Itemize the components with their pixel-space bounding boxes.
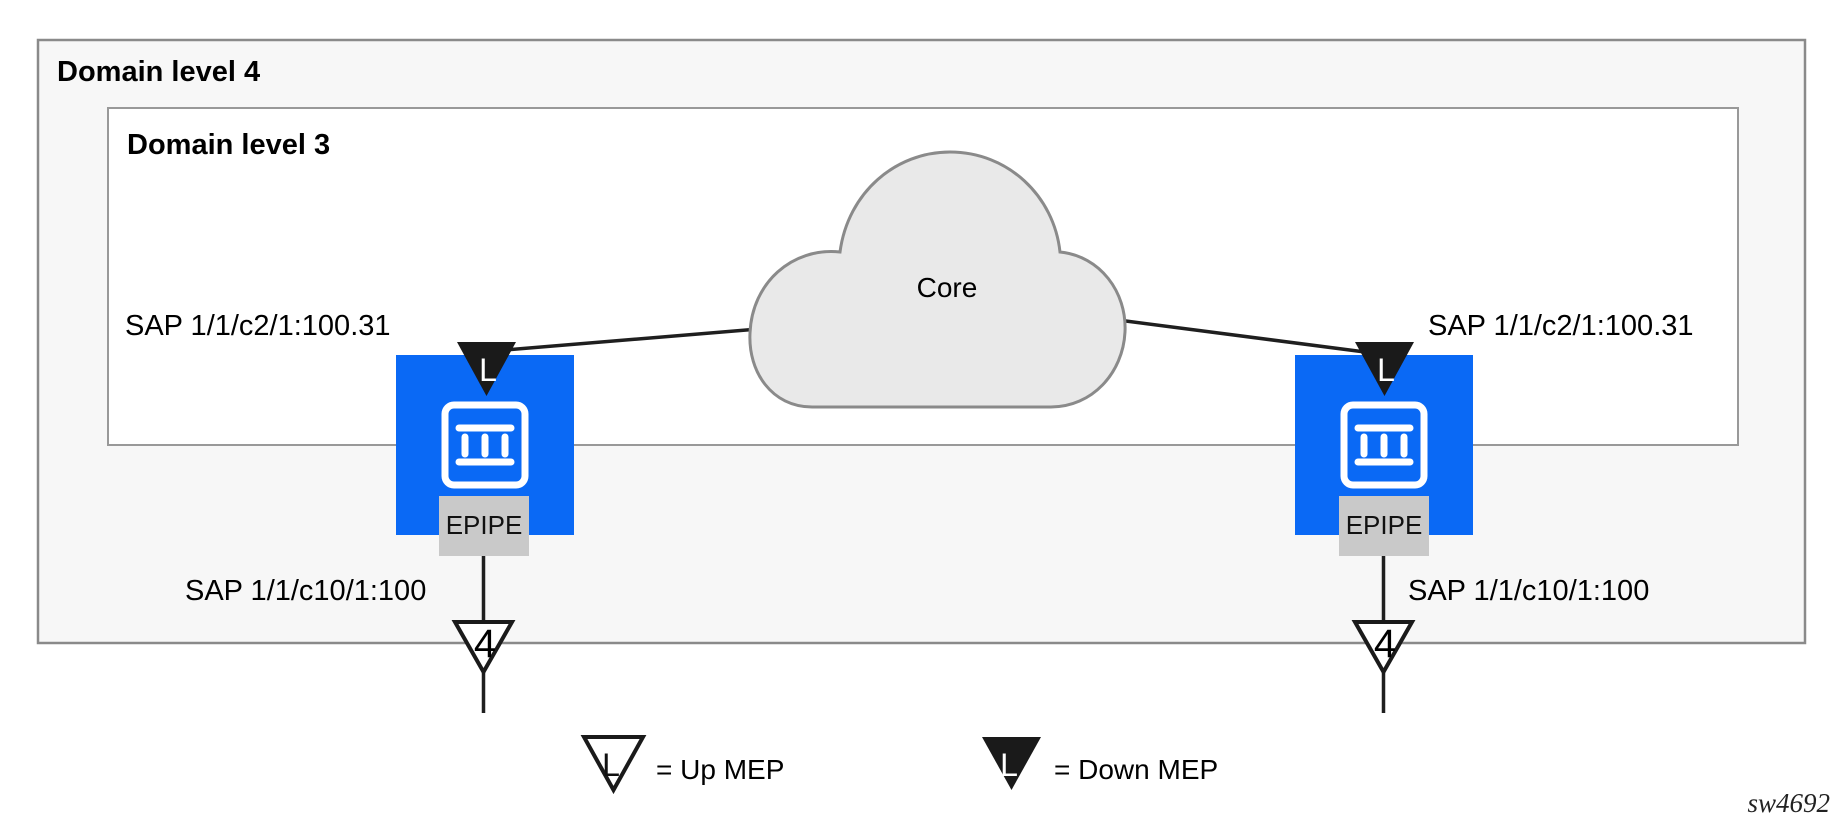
down-mep-legend-letter: L xyxy=(1000,747,1018,783)
left-core-sap-label: SAP 1/1/c2/1:100.31 xyxy=(125,310,391,342)
left-mep-level-number: 4 xyxy=(474,622,496,666)
link-core-to-right-node xyxy=(1117,318,1366,354)
node-left: EPIPE L 4 SAP 1/1/c2/1:100.31 SAP 1/1/c1… xyxy=(125,310,574,713)
router-icon-frame xyxy=(441,401,529,489)
down-mep-legend-label: = Down MEP xyxy=(1054,754,1218,785)
up-mep-legend-label: = Up MEP xyxy=(656,754,784,785)
domain-level-4-label: Domain level 4 xyxy=(57,56,260,88)
router-icon-frame xyxy=(1340,401,1428,489)
legend: L = Up MEP L = Down MEP xyxy=(580,735,1218,795)
left-down-mep-marker xyxy=(457,342,516,396)
link-left-node-to-core xyxy=(504,325,783,352)
router-switch-icon xyxy=(1340,401,1428,489)
right-epipe-box xyxy=(1339,496,1429,556)
left-epipe-box xyxy=(439,496,529,556)
router-switch-icon xyxy=(441,401,529,489)
up-mep-legend-letter: L xyxy=(602,747,620,783)
left-down-mep-letter: L xyxy=(479,352,497,388)
right-epipe-label: EPIPE xyxy=(1346,510,1423,540)
up-mep-legend-icon xyxy=(580,735,647,795)
right-down-mep-marker xyxy=(1355,342,1414,396)
core-cloud-label: Core xyxy=(917,272,978,303)
right-down-mep-letter: L xyxy=(1377,352,1395,388)
right-access-sap-label: SAP 1/1/c10/1:100 xyxy=(1408,575,1649,607)
left-access-sap-label: SAP 1/1/c10/1:100 xyxy=(185,575,426,607)
right-up-mep-level-marker xyxy=(1351,620,1416,677)
figure-id: sw4692 xyxy=(1747,788,1830,818)
right-mep-level-number: 4 xyxy=(1374,622,1396,666)
node-right: EPIPE L 4 SAP 1/1/c2/1:100.31 SAP 1/1/c1… xyxy=(1295,310,1694,713)
right-core-sap-label: SAP 1/1/c2/1:100.31 xyxy=(1428,310,1694,342)
left-epipe-label: EPIPE xyxy=(446,510,523,540)
left-up-mep-level-marker xyxy=(451,620,516,677)
core-cloud xyxy=(748,150,1127,409)
down-mep-legend-icon xyxy=(982,737,1041,790)
domain-level-3-label: Domain level 3 xyxy=(127,129,330,161)
